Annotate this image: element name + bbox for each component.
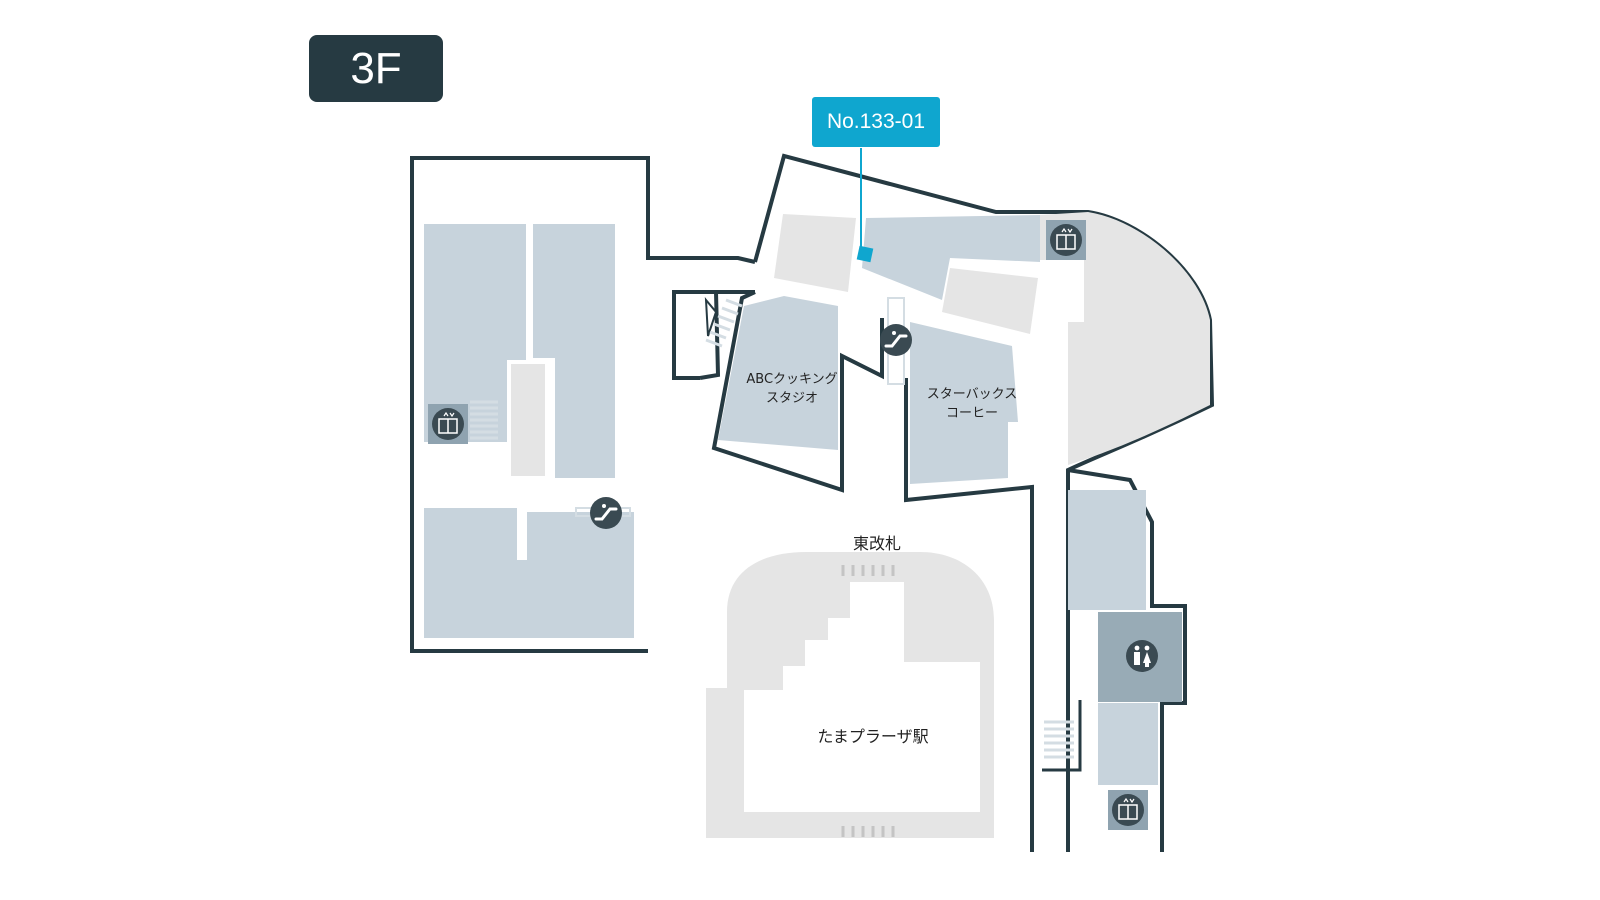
shop-label-starbucks-line1: スターバックス [927,387,1017,402]
escalator-icon[interactable] [590,497,622,529]
tenant-starbucks-coffee[interactable] [910,322,1018,484]
tenant-block[interactable] [1098,703,1158,785]
east-gate-label: 東改札 [853,534,901,553]
station-area [706,552,994,838]
common-area [942,268,1038,334]
elevator-icon[interactable] [428,404,468,444]
tenant-block[interactable] [493,512,634,638]
unit-marker[interactable] [856,245,874,263]
tenant-block[interactable] [1068,490,1146,610]
common-area [507,360,549,480]
station-name-label: たまプラーザ駅 [817,727,928,746]
small-wedge-inner [704,297,718,337]
tenant-abc-cooking-studio[interactable] [718,296,838,450]
stairs [705,298,743,348]
central-mall [699,148,1215,852]
shop-label-abc-line1: ABCクッキング [746,372,837,387]
common-area [774,214,856,292]
common-area [1040,212,1210,465]
right-wing-outline [1067,468,1187,852]
shop-label-abc-line2: スタジオ [766,391,818,406]
tenant-block[interactable] [862,215,1040,300]
stairs [1044,720,1074,759]
gate-wall-outline [904,378,1034,852]
shop-label-starbucks-line2: コーヒー [946,406,998,421]
abc-wall-outline [711,290,884,493]
tenant-block[interactable] [533,224,615,358]
stairs [470,400,498,440]
unit-number-tag[interactable]: No.133-01 [812,97,940,147]
elevator-icon[interactable] [1046,220,1086,260]
elevator-icon[interactable] [1108,790,1148,830]
tenant-block[interactable] [555,358,615,478]
stair-wall [1042,700,1082,772]
floor-label: 3F [309,35,443,102]
restroom-icon[interactable] [1126,640,1158,672]
ticket-gates [841,565,895,837]
station-platform [744,582,980,812]
escalator-icon[interactable] [880,324,912,356]
